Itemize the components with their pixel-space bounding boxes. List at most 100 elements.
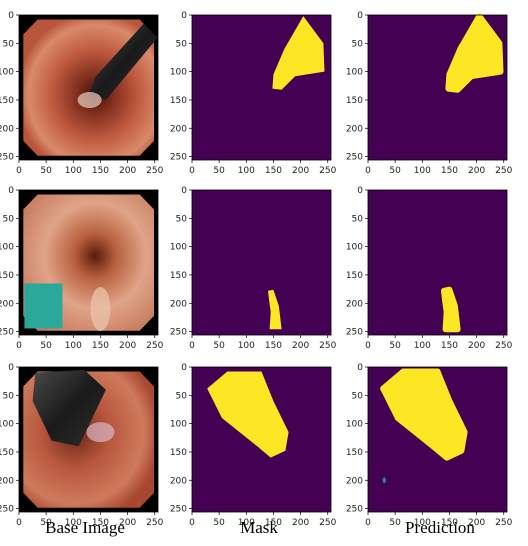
x-tick-label: 0 <box>365 518 371 528</box>
y-tick-label: 100 <box>170 420 187 430</box>
x-tick-label: 200 <box>119 341 136 351</box>
y-tick-label: 50 <box>352 214 364 224</box>
x-tick-label: 50 <box>389 518 401 528</box>
x-tick-label: 0 <box>189 341 195 351</box>
x-tick-label: 250 <box>146 518 163 528</box>
x-tick-label: 50 <box>40 341 52 351</box>
panel-frame <box>367 366 508 513</box>
x-tick-label: 150 <box>265 341 282 351</box>
x-tick-label: 150 <box>265 518 282 528</box>
y-tick-label: 0 <box>357 11 363 21</box>
x-tick-label: 50 <box>213 166 225 176</box>
y-tick-label: 200 <box>346 124 363 134</box>
y-tick-label: 100 <box>0 420 14 430</box>
prediction-artifact <box>382 477 386 484</box>
prediction-panel <box>368 13 507 160</box>
x-tick-label: 50 <box>40 166 52 176</box>
y-tick-label: 100 <box>346 243 363 253</box>
y-tick-label: 250 <box>0 328 14 338</box>
y-tick-label: 250 <box>170 328 187 338</box>
x-tick-label: 50 <box>40 518 52 528</box>
y-tick-label: 100 <box>0 243 14 253</box>
y-tick-label: 100 <box>170 68 187 78</box>
x-tick-label: 250 <box>319 341 336 351</box>
x-tick-label: 0 <box>16 518 22 528</box>
x-tick-label: 0 <box>365 341 371 351</box>
y-tick-label: 250 <box>0 153 14 163</box>
x-tick-label: 200 <box>468 341 485 351</box>
x-tick-label: 250 <box>495 166 512 176</box>
x-tick-label: 0 <box>189 166 195 176</box>
x-tick-label: 250 <box>319 518 336 528</box>
base-image <box>19 15 158 160</box>
y-tick-label: 200 <box>170 476 187 486</box>
y-tick-label: 250 <box>0 505 14 515</box>
x-tick-label: 100 <box>65 341 82 351</box>
column-title-base-image: Base Image <box>45 518 125 537</box>
x-tick-label: 200 <box>292 518 309 528</box>
panel-frame <box>367 14 508 161</box>
x-tick-label: 200 <box>119 166 136 176</box>
x-tick-label: 100 <box>238 341 255 351</box>
column-title-mask: Mask <box>240 518 278 537</box>
y-tick-label: 0 <box>8 363 14 373</box>
x-tick-label: 150 <box>441 341 458 351</box>
y-tick-label: 150 <box>170 96 187 106</box>
panel-frame <box>191 366 332 513</box>
column-title-prediction: Prediction <box>405 518 475 537</box>
y-tick-label: 100 <box>346 420 363 430</box>
x-tick-label: 0 <box>189 518 195 528</box>
y-tick-label: 0 <box>181 186 187 196</box>
panel-frame <box>18 366 159 513</box>
x-tick-label: 150 <box>92 166 109 176</box>
y-tick-label: 200 <box>0 476 14 486</box>
x-tick-label: 200 <box>292 341 309 351</box>
mask-region <box>272 16 325 90</box>
mask-panel <box>192 367 331 512</box>
x-tick-label: 100 <box>65 166 82 176</box>
mask-region <box>268 289 282 330</box>
x-tick-label: 100 <box>65 518 82 528</box>
y-tick-label: 200 <box>0 299 14 309</box>
x-tick-label: 250 <box>495 341 512 351</box>
y-tick-label: 0 <box>181 363 187 373</box>
y-tick-label: 50 <box>176 39 188 49</box>
panel-frame <box>18 14 159 161</box>
y-tick-label: 200 <box>170 299 187 309</box>
y-tick-label: 150 <box>0 448 14 458</box>
prediction-panel <box>368 190 507 335</box>
y-tick-label: 200 <box>0 124 14 134</box>
panel-frame <box>191 14 332 161</box>
x-tick-label: 200 <box>292 166 309 176</box>
y-tick-label: 150 <box>0 271 14 281</box>
y-tick-label: 200 <box>346 299 363 309</box>
x-tick-label: 0 <box>365 166 371 176</box>
y-tick-label: 250 <box>170 505 187 515</box>
y-tick-label: 150 <box>346 96 363 106</box>
y-tick-label: 0 <box>181 11 187 21</box>
x-tick-label: 200 <box>468 518 485 528</box>
x-tick-label: 150 <box>92 341 109 351</box>
x-tick-label: 150 <box>265 166 282 176</box>
y-tick-label: 50 <box>3 391 15 401</box>
x-tick-label: 250 <box>146 166 163 176</box>
x-tick-label: 150 <box>92 518 109 528</box>
x-tick-label: 100 <box>414 518 431 528</box>
x-tick-label: 100 <box>414 166 431 176</box>
prediction-region <box>441 286 461 333</box>
panel-frame <box>18 189 159 336</box>
y-tick-label: 0 <box>8 11 14 21</box>
x-tick-label: 0 <box>16 166 22 176</box>
y-tick-label: 50 <box>3 214 15 224</box>
x-tick-label: 100 <box>238 518 255 528</box>
x-tick-label: 250 <box>495 518 512 528</box>
mask-region <box>207 371 289 458</box>
prediction-panel <box>368 367 507 512</box>
x-tick-label: 250 <box>146 341 163 351</box>
x-tick-label: 100 <box>238 166 255 176</box>
x-tick-label: 50 <box>213 518 225 528</box>
x-tick-label: 250 <box>319 166 336 176</box>
y-tick-label: 150 <box>170 271 187 281</box>
y-tick-label: 0 <box>357 363 363 373</box>
